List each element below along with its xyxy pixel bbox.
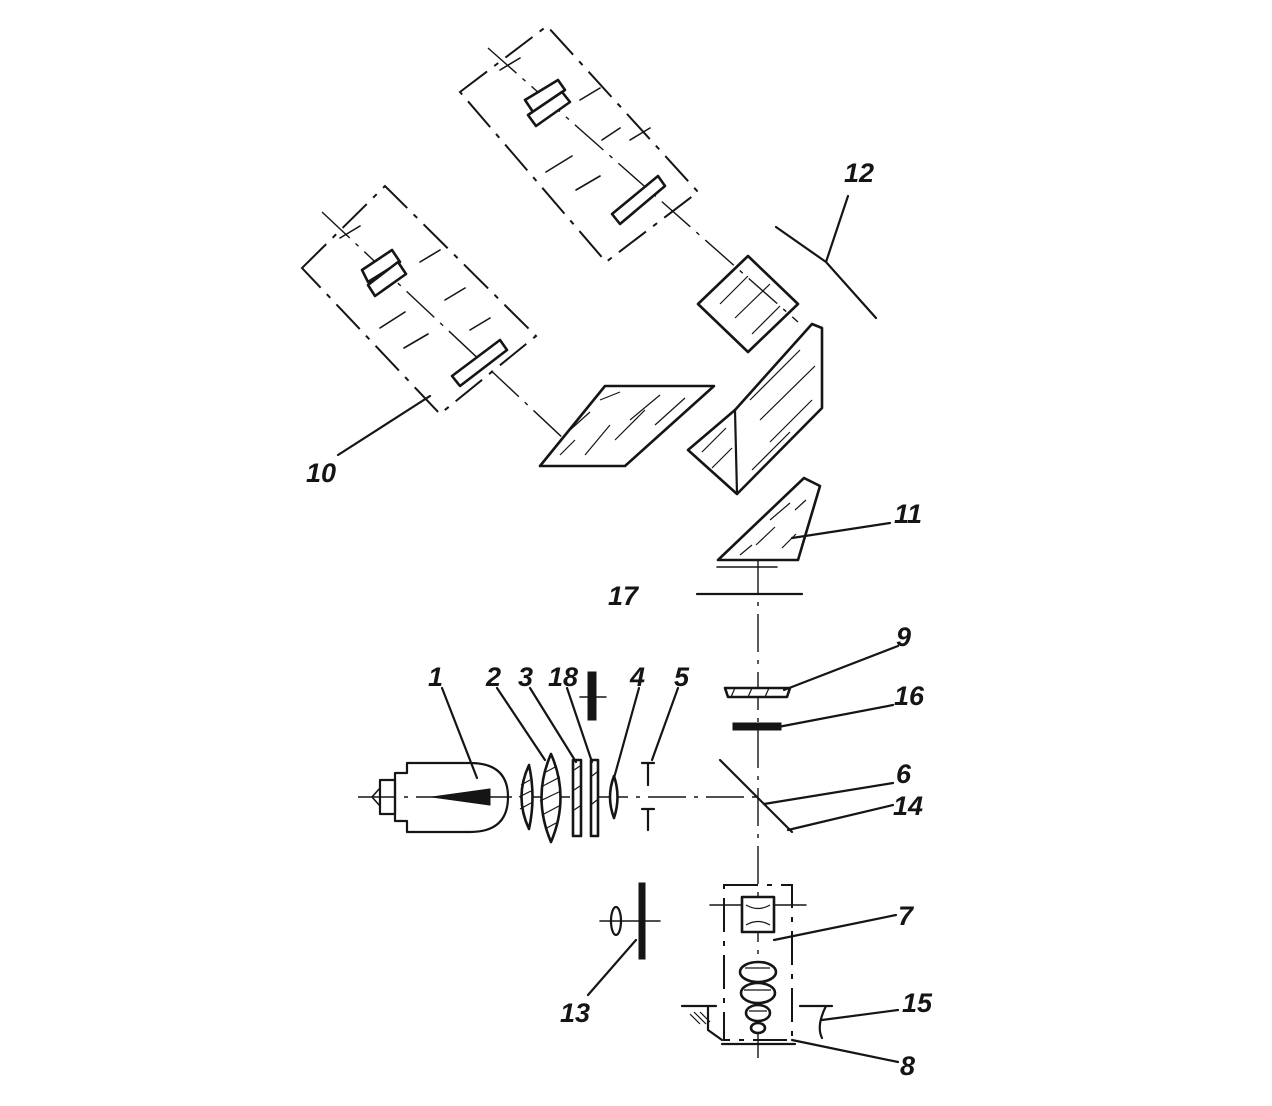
label-17: 17 <box>608 581 640 611</box>
prism-box-12 <box>696 254 800 354</box>
lens-9 <box>723 686 792 699</box>
label-9: 9 <box>896 622 911 652</box>
label-15: 15 <box>902 988 933 1018</box>
label-8: 8 <box>900 1051 915 1081</box>
lamp <box>371 761 510 834</box>
label-3: 3 <box>518 662 533 692</box>
label-7: 7 <box>898 901 915 931</box>
label-13: 13 <box>560 998 590 1028</box>
semi-transparent-mirror <box>718 758 794 834</box>
field-plate <box>695 566 804 596</box>
label-14: 14 <box>893 791 923 821</box>
aperture-diaphragm <box>640 761 656 832</box>
plate-16 <box>732 722 782 731</box>
leader-lines <box>336 394 900 1064</box>
eyepiece-head-left <box>300 184 566 441</box>
binocular-prism <box>686 322 824 496</box>
parallelogram-prism <box>538 384 716 468</box>
eyepiece-head-right <box>458 24 799 323</box>
prism-11 <box>716 476 822 562</box>
label-18: 18 <box>548 662 578 692</box>
labels: 1 2 3 18 4 5 17 9 16 6 14 7 15 8 13 10 1… <box>306 158 933 1081</box>
swing-filter <box>579 671 607 721</box>
bracket-12 <box>774 194 878 320</box>
label-10: 10 <box>306 458 336 488</box>
label-1: 1 <box>428 662 443 692</box>
label-5: 5 <box>674 662 690 692</box>
label-12: 12 <box>844 158 874 188</box>
label-16: 16 <box>894 681 925 711</box>
filter-holder <box>586 882 661 997</box>
lens-4 <box>608 774 619 820</box>
label-4: 4 <box>629 662 645 692</box>
label-6: 6 <box>896 759 912 789</box>
collector-lens <box>518 752 562 844</box>
label-2: 2 <box>485 662 501 692</box>
filters <box>571 758 600 838</box>
objective <box>709 884 807 1046</box>
label-11: 11 <box>894 499 922 529</box>
stage <box>680 1004 834 1042</box>
